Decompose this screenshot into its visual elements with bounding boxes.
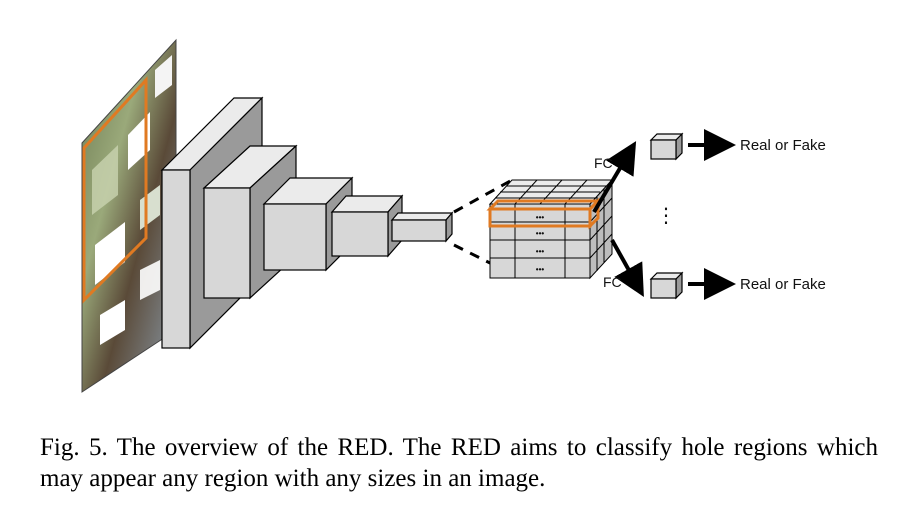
cell-ellipsis-2: ••• bbox=[536, 229, 545, 238]
conv-block-5 bbox=[390, 211, 454, 243]
fc-arrow-top bbox=[592, 141, 637, 214]
vertical-ellipsis: ⋮ bbox=[656, 205, 676, 227]
fc-label-top: FC bbox=[594, 155, 613, 171]
cell-ellipsis-1: ••• bbox=[536, 213, 545, 222]
input-image bbox=[81, 38, 177, 393]
output-label-bottom: Real or Fake bbox=[740, 276, 826, 293]
output-cube-top bbox=[649, 132, 684, 161]
fc-label-bottom: FC bbox=[603, 274, 622, 290]
feature-map-grid bbox=[488, 178, 614, 280]
fc-arrow-bottom bbox=[610, 239, 644, 297]
feature-map-row-highlight bbox=[486, 197, 602, 230]
output-label-top: Real or Fake bbox=[740, 137, 826, 154]
cell-ellipsis-3: ••• bbox=[536, 247, 545, 256]
cell-ellipsis-4: ••• bbox=[536, 265, 545, 274]
red-architecture-diagram: ••• ••• ••• ••• FC FC ⋮ Real or Fake Rea… bbox=[81, 38, 826, 393]
fc-arrows bbox=[592, 141, 644, 297]
figure-caption: Fig. 5. The overview of the RED. The RED… bbox=[40, 434, 878, 492]
output-cube-bottom bbox=[649, 271, 684, 300]
hole-region-highlight bbox=[82, 76, 148, 304]
